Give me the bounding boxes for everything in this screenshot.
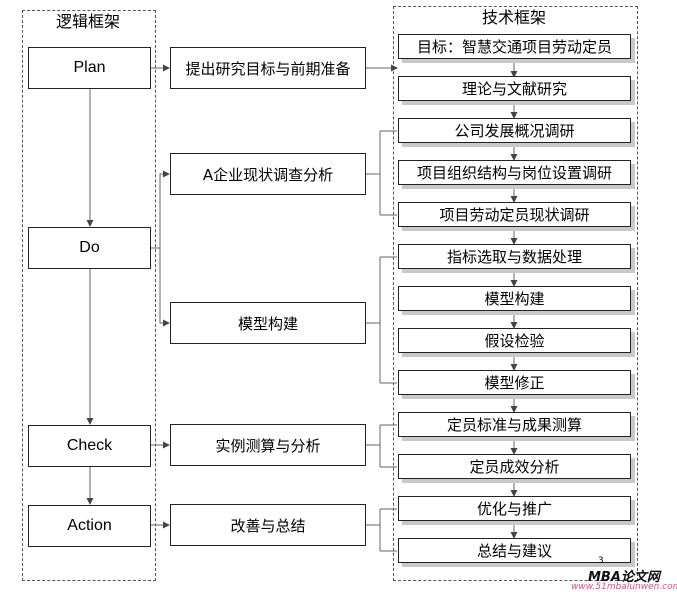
tech-item: 公司发展概况调研 [398, 118, 631, 143]
watermark-url: www.51mbalunwen.com [571, 582, 677, 592]
middle-item-check: 实例测算与分析 [170, 424, 366, 466]
tech-item: 定员标准与成果测算 [398, 412, 631, 437]
tech-frame-title: 技术框架 [480, 8, 549, 28]
middle-item-model: 模型构建 [170, 302, 366, 344]
tech-item: 理论与文献研究 [398, 76, 631, 101]
tech-item: 指标选取与数据处理 [398, 244, 631, 269]
tech-item: 优化与推广 [398, 496, 631, 521]
tech-frame-border [393, 6, 638, 581]
tech-item: 目标：智慧交通项目劳动定员 [398, 34, 631, 59]
page-number: 3 [598, 556, 604, 566]
tech-item: 总结与建议 [398, 538, 631, 563]
logic-frame-title: 逻辑框架 [54, 12, 123, 32]
tech-item: 假设检验 [398, 328, 631, 353]
tech-item: 定员成效分析 [398, 454, 631, 479]
middle-item-action: 改善与总结 [170, 504, 366, 546]
step-check: Check [28, 425, 151, 467]
tech-item: 项目组织结构与岗位设置调研 [398, 160, 631, 185]
step-plan: Plan [28, 47, 151, 89]
step-action: Action [28, 505, 151, 547]
middle-item-survey: A企业现状调查分析 [170, 153, 366, 195]
tech-item: 项目劳动定员现状调研 [398, 202, 631, 227]
watermark-logo: MBA论文网 [588, 570, 660, 585]
tech-item: 模型构建 [398, 286, 631, 311]
middle-item-plan: 提出研究目标与前期准备 [170, 47, 366, 89]
logic-frame-border [22, 10, 156, 581]
step-do: Do [28, 227, 151, 269]
tech-item: 模型修正 [398, 370, 631, 395]
